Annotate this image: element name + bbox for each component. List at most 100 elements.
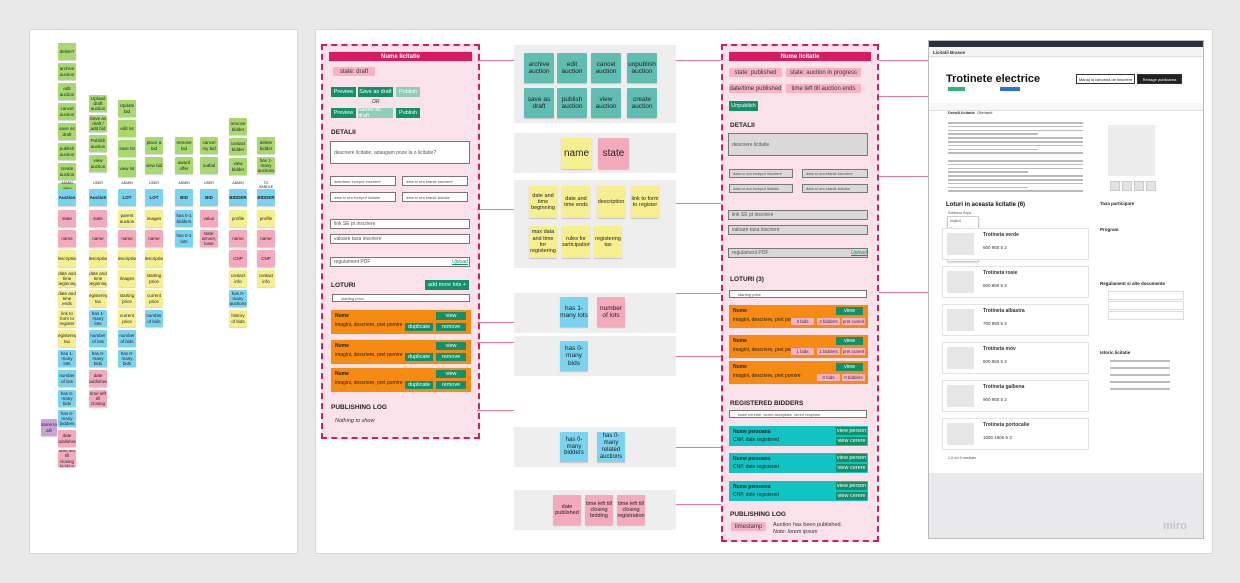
tab-bidders[interactable]: Ofertanti: [977, 110, 993, 115]
bidder-info: CNP, date registered: [733, 464, 780, 470]
action-note: edit auction: [557, 53, 587, 83]
publish-button-disabled[interactable]: Publish: [396, 87, 420, 97]
col7b-note: profile: [257, 210, 275, 227]
preview-button-2[interactable]: Preview: [331, 108, 356, 118]
col1-note: Publish auction: [89, 135, 107, 152]
col1b-note: date published: [89, 370, 107, 387]
add-lots-button[interactable]: add more lots +: [425, 280, 469, 290]
view-request-button[interactable]: view cerere: [836, 492, 867, 500]
link-box: link SE pt inscriere: [728, 210, 868, 220]
col5b-note: state: winner, loser: [200, 230, 218, 247]
column-header: ADMIN: [178, 181, 190, 185]
rules-field[interactable]: regulament PDF: [330, 257, 470, 267]
upload-link-right[interactable]: Upload: [851, 250, 867, 256]
col0b-note: name: [58, 230, 76, 247]
action-note: view auction: [591, 88, 621, 118]
time-note: date published: [553, 495, 581, 525]
view-person-button[interactable]: view person: [836, 454, 867, 462]
thumbnail[interactable]: [1146, 181, 1156, 191]
doc-row[interactable]: [1108, 291, 1184, 300]
link-field[interactable]: link SE pt inscriere: [330, 219, 470, 229]
col2b-note: number of bids: [118, 330, 136, 347]
column-header: TO HANDLE: [258, 181, 274, 189]
registered-filter[interactable]: toate cererile, cereri acceptate, cereri…: [729, 410, 867, 418]
entity-note: BID: [175, 189, 193, 206]
entity-note: Auction: [89, 189, 107, 206]
field-note: link to form to register: [631, 186, 659, 218]
state-tag: state: draft: [333, 67, 375, 76]
text-line: [948, 163, 1083, 166]
bid-end-field[interactable]: data si ora sfarsit licitatie: [402, 192, 468, 202]
saved-draft-button[interactable]: Saved as draft: [358, 107, 393, 119]
remove-button[interactable]: remove: [436, 381, 466, 389]
col1-note: Upload draft auction: [89, 95, 107, 112]
view-button[interactable]: view: [436, 342, 466, 350]
history-line: [1110, 360, 1170, 362]
description-field[interactable]: descriere licitatie, adaugam poze la o l…: [330, 141, 470, 164]
date-end-field[interactable]: data si ora sfarsit inscriere: [402, 176, 468, 186]
registered-heading: REGISTERED BIDDERS: [730, 400, 804, 407]
lot-stat: pret curent: [842, 318, 865, 325]
brand-label[interactable]: Licitatii Brasov: [933, 50, 966, 55]
lot-card-values: 1000 1500 5 3: [983, 435, 1012, 440]
view-request-button[interactable]: view cerere: [836, 437, 867, 445]
remove-button[interactable]: remove: [436, 353, 466, 361]
doc-row[interactable]: [1108, 311, 1184, 320]
sort-option[interactable]: implicit: [950, 219, 961, 223]
view-request-button[interactable]: view cerere: [836, 464, 867, 472]
history-line: [1110, 374, 1170, 376]
remove-button[interactable]: remove: [436, 323, 466, 331]
view-person-button[interactable]: view person: [836, 482, 867, 490]
text-line: [948, 167, 1083, 170]
view-button-right[interactable]: view: [836, 363, 863, 371]
unpublish-button[interactable]: Unpublish: [729, 101, 758, 111]
bid-start-field[interactable]: data si ora inceput licitatie: [330, 192, 396, 202]
duplicate-button[interactable]: duplicate: [405, 353, 433, 361]
sort-field[interactable]: starting price: [332, 294, 470, 302]
miro-watermark: miro: [1163, 520, 1187, 532]
bidder-name: Nume persoana: [733, 484, 771, 490]
publish-button[interactable]: Publish: [396, 108, 420, 118]
sort-field-right[interactable]: starting price: [729, 290, 867, 298]
upload-link[interactable]: Upload: [452, 259, 468, 265]
view-button[interactable]: view: [436, 312, 466, 320]
view-button-right[interactable]: view: [836, 307, 863, 315]
action-note: publish auction: [557, 88, 587, 118]
timeleft-tag: time left till auction ends: [786, 84, 861, 93]
thumbnail[interactable]: [1134, 181, 1144, 191]
text-line: [948, 152, 1083, 154]
view-button[interactable]: view: [436, 370, 466, 378]
withdraw-button[interactable]: Retrage publicarea: [1137, 74, 1182, 84]
text-line: [948, 179, 1083, 181]
save-draft-button[interactable]: Save as draft: [358, 87, 393, 97]
tab-details[interactable]: Detalii licitatie: [948, 110, 975, 115]
bids-note: has 0-many bids: [560, 341, 588, 371]
date-start-field[interactable]: date/time inceput inscriere: [330, 176, 396, 186]
lot-card-name: Trotineta rosie: [983, 270, 1018, 276]
col0-note: cancel auction: [58, 103, 76, 120]
lot-stat: 0 bids: [817, 374, 840, 381]
view-person-button[interactable]: view person: [836, 427, 867, 435]
col7-note: delete bidder: [257, 137, 275, 154]
tax-field[interactable]: valoare taxa inscriere: [330, 234, 470, 244]
col4b-note: has 0-1 lots: [175, 230, 193, 247]
duplicate-button[interactable]: duplicate: [405, 323, 433, 331]
text-line: [948, 122, 1083, 124]
thumbnail[interactable]: [1110, 181, 1120, 191]
doc-row[interactable]: [1108, 301, 1184, 310]
register-button[interactable]: Manaj la canonna de inscriere: [1076, 74, 1135, 84]
view-button-right[interactable]: view: [836, 337, 863, 345]
col3-note: view bid: [145, 157, 163, 174]
thumbnail[interactable]: [1122, 181, 1132, 191]
text-line: [948, 133, 1038, 135]
preview-button[interactable]: Preview: [331, 87, 356, 97]
bid-start-box: data si ora inceput licitatie: [729, 184, 793, 193]
duplicate-button[interactable]: duplicate: [405, 381, 433, 389]
